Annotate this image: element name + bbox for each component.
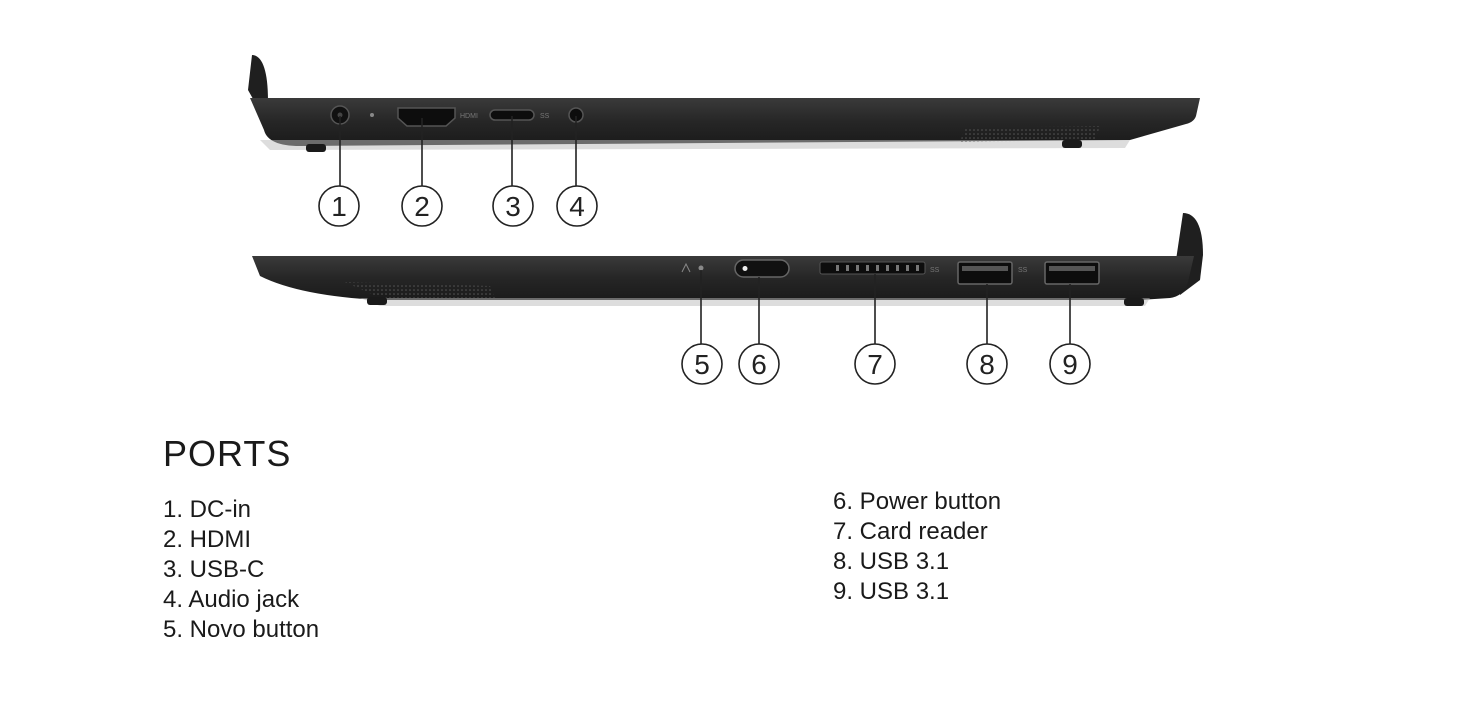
callout-1: 1 [318, 185, 360, 227]
ports-heading: PORTS [163, 433, 292, 474]
hdmi-port [397, 107, 456, 127]
port-item-usb-3-1-a: 8. USB 3.1 [833, 548, 950, 575]
callout-2: 2 [401, 185, 443, 227]
svg-text:9: 9 [1062, 349, 1078, 380]
callout-7: 7 [854, 343, 896, 385]
callout-9: 9 [1049, 343, 1091, 385]
callout-3: 3 [492, 185, 534, 227]
callout-6: 6 [738, 343, 780, 385]
port-item-dc-in: 1. DC-in [163, 496, 252, 523]
svg-text:SS: SS [930, 267, 940, 274]
novo-button [698, 265, 704, 271]
svg-text:7: 7 [867, 349, 883, 380]
svg-text:4: 4 [569, 191, 585, 222]
port-item-audio-jack: 4. Audio jack [163, 586, 300, 613]
svg-text:SS: SS [1018, 267, 1028, 274]
svg-text:5: 5 [694, 349, 710, 380]
svg-text:2: 2 [414, 191, 430, 222]
usb-a-port-2 [1044, 261, 1100, 285]
port-item-usb-3-1-b: 9. USB 3.1 [833, 578, 950, 605]
power-button [734, 259, 790, 278]
svg-text:SS: SS [540, 113, 550, 120]
card-reader-slot [819, 261, 926, 275]
ports-diagram: HDMI SS 1 2 3 4 [248, 55, 1203, 385]
ports-list-left: 1. DC-in 2. HDMI 3. USB-C 4. Audio jack … [163, 495, 319, 645]
svg-text:6: 6 [751, 349, 767, 380]
callout-5: 5 [681, 343, 723, 385]
port-item-usb-c: 3. USB-C [163, 556, 265, 583]
usb-a-port-1 [957, 261, 1013, 285]
port-item-card-reader: 7. Card reader [833, 518, 988, 545]
svg-text:3: 3 [505, 191, 521, 222]
callout-8: 8 [966, 343, 1008, 385]
svg-text:1: 1 [331, 191, 347, 222]
port-item-power-button: 6. Power button [833, 488, 1002, 515]
laptop-left-side: HDMI SS [248, 55, 1200, 152]
callout-4: 4 [556, 185, 598, 227]
svg-text:HDMI: HDMI [460, 113, 478, 120]
ports-list-right: 6. Power button 7. Card reader 8. USB 3.… [833, 487, 1001, 607]
port-item-hdmi: 2. HDMI [163, 526, 252, 553]
svg-text:8: 8 [979, 349, 995, 380]
port-item-novo-button: 5. Novo button [163, 616, 320, 643]
laptop-right-side: SS SS [252, 213, 1203, 306]
